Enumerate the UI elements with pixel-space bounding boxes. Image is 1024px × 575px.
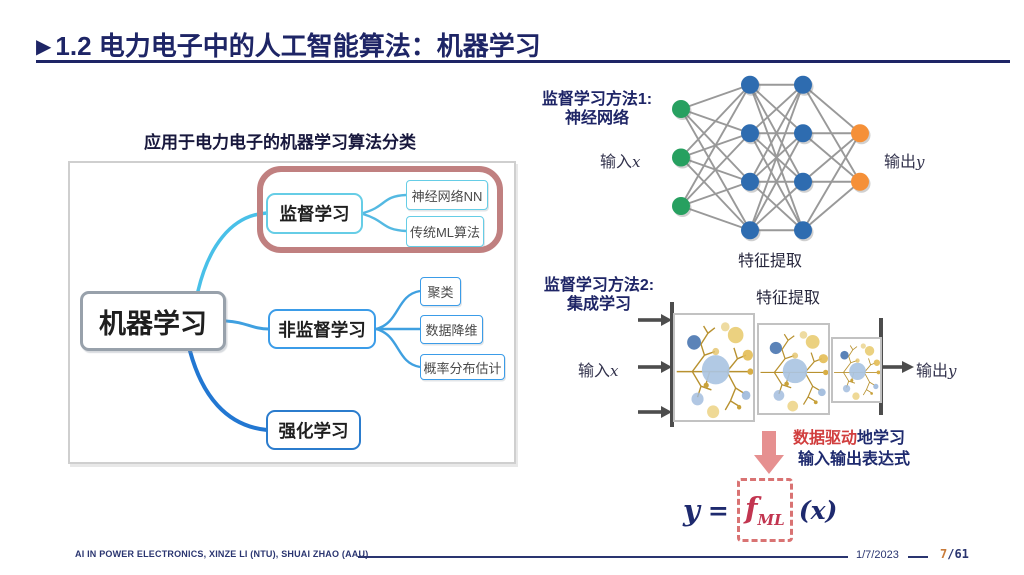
supervised-highlight-ring — [257, 166, 503, 253]
page-number: 7/61 — [940, 547, 969, 561]
method2-input-label: 输入x — [578, 362, 619, 380]
formula-function: fML — [744, 491, 785, 529]
node-supervised-learning: 监督学习 — [266, 193, 363, 234]
page-current: 7 — [940, 547, 948, 561]
annotation-line1: 数据驱动地学习 — [793, 430, 906, 447]
formula-lhs: y — [683, 493, 700, 527]
page-total: /61 — [947, 547, 969, 561]
output-variable: y — [948, 362, 957, 380]
method2-title: 监督学习方法2: 集成学习 — [514, 276, 684, 314]
method1-title-line1: 监督学习方法1: — [541, 91, 653, 108]
decision-tree-2 — [757, 323, 830, 415]
page-title-text: 1.2 电力电子中的人工智能算法：机器学习 — [55, 31, 541, 61]
annotation-line2: 输入输出表达式 — [798, 451, 911, 468]
decision-tree-3 — [831, 337, 882, 403]
node-unsupervised-learning: 非监督学习 — [268, 309, 376, 349]
footer-date: 1/7/2023 — [856, 549, 899, 561]
title-underline — [36, 60, 1010, 63]
footer-credits: AI IN POWER ELECTRONICS, XINZE LI (NTU),… — [75, 549, 369, 559]
node-machine-learning: 机器学习 — [80, 291, 226, 351]
input-variable: x — [610, 362, 619, 380]
input-variable: x — [632, 153, 641, 171]
taxonomy-diagram: 机器学习 监督学习 非监督学习 强化学习 神经网络NN 传统ML算法 聚类 数据… — [68, 161, 516, 464]
ml-formula: y = fML (x) — [683, 478, 837, 542]
leaf-probability-estimation: 概率分布估计 — [420, 354, 505, 380]
neural-network-diagram — [672, 75, 871, 242]
page-title: ▶1.2 电力电子中的人工智能算法：机器学习 — [36, 26, 541, 63]
method2-title-line2: 集成学习 — [566, 296, 631, 313]
footer-short-dash — [908, 556, 928, 558]
method1-output-label: 输出y — [884, 153, 925, 171]
formula-equals: = — [707, 495, 729, 525]
down-arrow-head-icon — [754, 455, 784, 474]
leaf-dimensionality-reduction: 数据降维 — [420, 315, 483, 344]
method1-caption: 特征提取 — [737, 253, 802, 270]
title-bullet-icon: ▶ — [36, 36, 52, 58]
method1-title-line2: 神经网络 — [564, 110, 629, 127]
method2-output-label: 输出y — [916, 362, 957, 380]
leaf-clustering: 聚类 — [420, 277, 461, 306]
taxonomy-caption: 应用于电力电子的机器学习算法分类 — [144, 133, 416, 152]
node-reinforcement-learning: 强化学习 — [266, 410, 361, 450]
taxonomy-connectors — [188, 193, 421, 432]
formula-dashed-box: fML — [736, 478, 793, 542]
annotation-highlight: 数据驱动 — [793, 430, 858, 447]
method1-input-label: 输入x — [600, 153, 641, 171]
down-arrow-icon — [762, 431, 776, 456]
leaf-neural-network: 神经网络NN — [406, 180, 488, 210]
decision-tree-1 — [673, 313, 755, 422]
output-variable: y — [916, 153, 925, 171]
method2-title-line1: 监督学习方法2: — [543, 277, 655, 294]
data-driven-annotation: 数据驱动地学习 输入输出表达式 — [793, 428, 910, 470]
method2-caption: 特征提取 — [755, 290, 820, 307]
leaf-traditional-ml: 传统ML算法 — [406, 216, 484, 247]
formula-rhs: (x) — [798, 495, 838, 525]
footer-divider-line — [358, 556, 848, 558]
method1-title: 监督学习方法1: 神经网络 — [512, 90, 682, 128]
